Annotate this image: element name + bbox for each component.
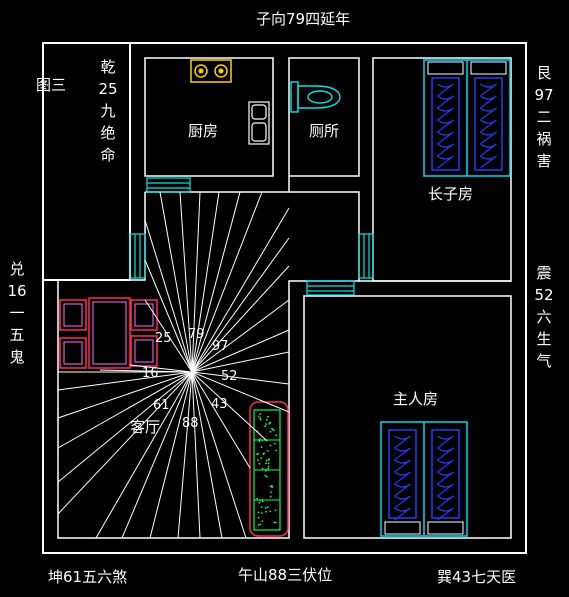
center-number: 52 xyxy=(221,369,238,384)
figure-label: 图三 xyxy=(36,76,67,94)
windows xyxy=(129,177,374,296)
compass-ray xyxy=(144,299,193,373)
living-room-wall xyxy=(57,192,359,539)
toilet-label: 厕所 xyxy=(309,122,340,140)
compass-ray xyxy=(191,299,290,373)
center-number: 97 xyxy=(212,339,229,354)
compass-ray xyxy=(57,371,193,391)
sofa-icon xyxy=(59,297,158,369)
toilet-room xyxy=(288,57,360,177)
compass-ray xyxy=(159,191,193,373)
bottom-center-label: 午山88三伏位 xyxy=(238,566,333,584)
center-number: 16 xyxy=(142,366,159,381)
compass-ray xyxy=(144,219,193,373)
compass-ray xyxy=(191,191,241,373)
kitchen-room xyxy=(144,57,274,177)
stove-icon xyxy=(190,59,232,83)
center-number: 88 xyxy=(182,416,199,431)
center-number: 25 xyxy=(155,331,172,346)
compass-ray xyxy=(191,371,247,539)
outer-wall xyxy=(42,42,527,554)
center-number: 43 xyxy=(211,397,228,412)
master-bed-icon xyxy=(380,421,468,537)
toilet-icon xyxy=(290,81,341,113)
compass-ray xyxy=(191,237,290,373)
compass-ray xyxy=(191,329,290,373)
living-label: 客厅 xyxy=(130,418,161,436)
compass-rays xyxy=(57,191,290,539)
compass-ray xyxy=(191,191,201,373)
compass-ray xyxy=(191,371,201,539)
compass-ray xyxy=(191,351,290,373)
compass-ray xyxy=(179,191,193,373)
master-room xyxy=(303,295,512,539)
eldest-son-label: 长子房 xyxy=(428,185,474,203)
compass-ray xyxy=(177,371,193,539)
bottom-left-label: 坤61五六煞 xyxy=(48,568,128,586)
compass-ray xyxy=(95,371,193,539)
sink-icon xyxy=(248,101,270,145)
compass-ray xyxy=(99,369,193,373)
compass-ray xyxy=(191,191,220,373)
compass-ray xyxy=(191,191,263,373)
compass-ray xyxy=(191,371,267,441)
compass-ray xyxy=(57,371,193,449)
compass-ray xyxy=(191,371,251,469)
compass-ray xyxy=(57,371,193,419)
compass-ray xyxy=(129,364,193,373)
compass-ray xyxy=(191,265,290,373)
compass-ray xyxy=(57,371,193,515)
planter-icon xyxy=(249,401,289,537)
kitchen-label: 厨房 xyxy=(188,122,219,140)
title-label: 子向79四延年 xyxy=(256,10,351,28)
compass-ray xyxy=(191,207,290,373)
compass-ray xyxy=(144,259,193,373)
center-number: 61 xyxy=(153,398,170,413)
eldest-son-bed-icon xyxy=(423,59,511,177)
compass-ray xyxy=(57,371,193,483)
corridor-right-wall xyxy=(289,191,511,282)
compass-ray xyxy=(191,371,290,413)
bottom-right-label: 巽43七天医 xyxy=(437,568,517,586)
compass-ray xyxy=(149,371,193,539)
compass-ray xyxy=(191,371,223,539)
center-number: 79 xyxy=(188,327,205,342)
compass-ray xyxy=(191,371,290,385)
compass-ray xyxy=(121,371,193,539)
master-label: 主人房 xyxy=(393,390,439,408)
